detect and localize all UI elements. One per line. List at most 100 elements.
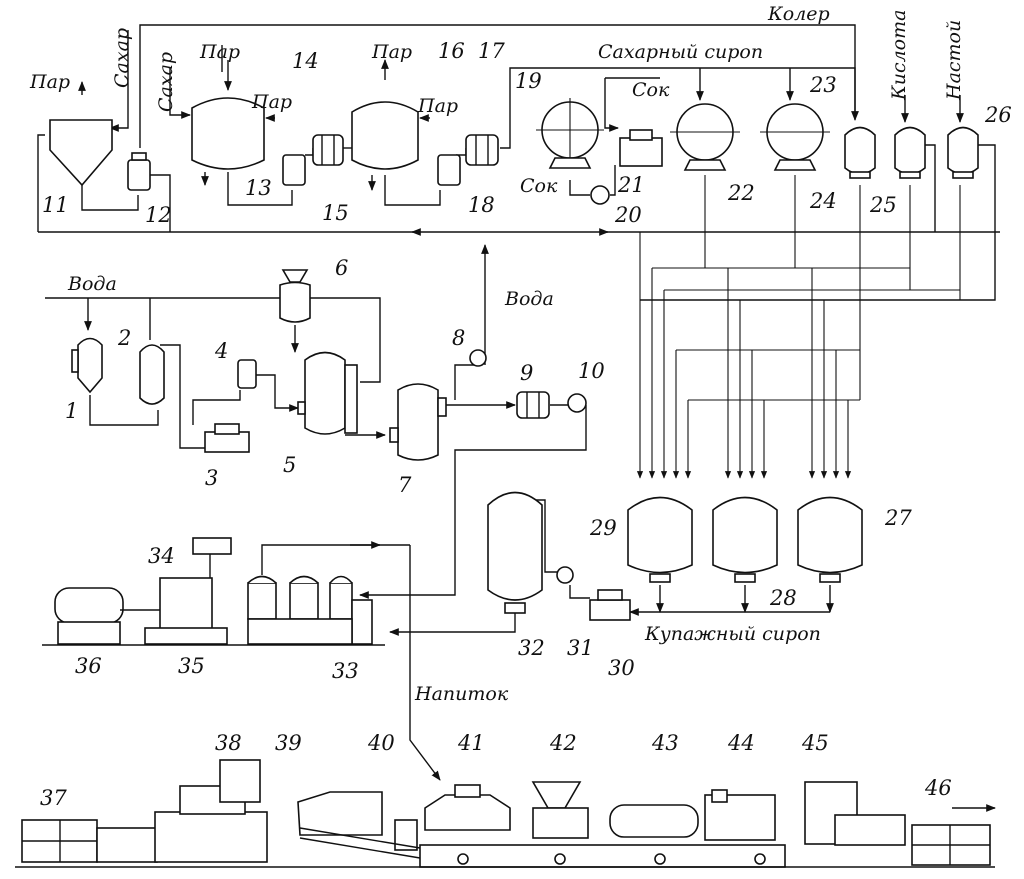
equipment-5: [297, 351, 358, 435]
label-par-13-top: Пар: [199, 41, 240, 63]
num-32: 32: [518, 636, 545, 660]
label-sakhar-11: Сахар: [111, 28, 133, 88]
num-20: 20: [614, 203, 642, 227]
equipment-33: [247, 575, 373, 645]
label-voda-left: Вода: [67, 273, 117, 295]
num-35: 35: [178, 654, 205, 678]
num-1: 1: [65, 399, 78, 423]
equipment-30: [589, 589, 631, 621]
num-11: 11: [42, 193, 69, 217]
num-34: 34: [148, 544, 175, 568]
equipment-10: [567, 393, 587, 413]
equipment-24: [844, 126, 876, 179]
num-38: 38: [215, 731, 242, 755]
label-nastoy: Настой: [943, 20, 965, 101]
num-8: 8: [452, 326, 465, 350]
num-24: 24: [809, 189, 837, 213]
equipment-9: [516, 391, 550, 419]
stream-labels: Пар Сахар Сахар Пар Пар Пар Пар Колер Са…: [29, 3, 965, 705]
equipment-32: [487, 491, 543, 614]
equipment-34: [192, 537, 232, 578]
equipment-21: [619, 129, 663, 167]
equipment-28: [712, 496, 778, 583]
label-sakhar-13: Сахар: [155, 52, 177, 112]
num-30: 30: [608, 656, 635, 680]
equipment-23: [760, 103, 830, 171]
num-44: 44: [727, 731, 755, 755]
num-6: 6: [335, 256, 348, 280]
equipment-20: [590, 185, 610, 205]
num-31: 31: [567, 636, 594, 660]
num-25: 25: [869, 193, 897, 217]
equipment-8: [469, 349, 487, 367]
equipment-15: [312, 134, 344, 166]
label-par-13-side: Пар: [251, 91, 292, 113]
equipment-2: [139, 344, 165, 405]
num-9: 9: [520, 361, 533, 385]
equipment-4: [237, 359, 257, 389]
num-39: 39: [275, 731, 302, 755]
equipment-6: [279, 269, 311, 323]
num-21: 21: [617, 173, 645, 197]
equipment-31: [556, 566, 574, 584]
equipment-11: [49, 81, 113, 187]
label-kupazhnyy-sirop: Купажный сироп: [644, 623, 821, 645]
num-18: 18: [468, 193, 495, 217]
num-27: 27: [884, 506, 912, 530]
num-5: 5: [283, 453, 296, 477]
equipment-36: [54, 587, 124, 645]
equipment-14: [282, 154, 306, 186]
num-14: 14: [292, 49, 319, 73]
num-22: 22: [727, 181, 755, 205]
num-46: 46: [924, 776, 952, 800]
equipment-18: [465, 134, 499, 166]
num-40: 40: [367, 731, 395, 755]
equipment-17: [437, 154, 461, 186]
num-12: 12: [145, 203, 172, 227]
equipment-3: [204, 423, 250, 453]
label-napitok: Напиток: [414, 683, 509, 705]
num-7: 7: [398, 473, 412, 497]
num-23: 23: [809, 73, 837, 97]
num-43: 43: [651, 731, 679, 755]
label-kislota: Кислота: [888, 10, 910, 101]
equipment-19: [536, 98, 604, 169]
equipment-22: [670, 103, 740, 171]
label-sok-bottom: Сок: [520, 175, 558, 197]
label-koler: Колер: [767, 3, 830, 25]
num-16: 16: [438, 39, 465, 63]
num-28: 28: [769, 586, 797, 610]
equipment-27: [797, 496, 863, 583]
label-par-16-side: Пар: [417, 95, 458, 117]
num-17: 17: [478, 39, 505, 63]
equipment-35: [120, 577, 228, 645]
equipment-25: [894, 126, 926, 179]
bottling-line: [15, 759, 996, 868]
num-13: 13: [245, 176, 272, 200]
num-26: 26: [984, 103, 1012, 127]
num-2: 2: [117, 326, 131, 350]
num-10: 10: [578, 359, 605, 383]
equipment-1: [71, 337, 103, 394]
num-4: 4: [214, 339, 228, 363]
num-37: 37: [40, 786, 67, 810]
num-33: 33: [332, 659, 359, 683]
equipment-13: [191, 45, 275, 186]
equipment-numbers: 1 2 3 4 5 6 7 8 9 10 11 12 13 14 15 16 1…: [40, 39, 1012, 810]
label-sakharnyy-sirop: Сахарный сироп: [598, 41, 763, 63]
water-lines: [45, 297, 587, 599]
num-41: 41: [457, 731, 485, 755]
label-voda-center: Вода: [504, 288, 554, 310]
num-3: 3: [205, 466, 218, 490]
label-sok-top: Сок: [632, 79, 670, 101]
equipment-26: [947, 126, 979, 179]
num-29: 29: [589, 516, 617, 540]
num-15: 15: [322, 201, 349, 225]
num-36: 36: [75, 654, 102, 678]
num-19: 19: [515, 69, 542, 93]
num-42: 42: [549, 731, 577, 755]
label-par-16-top: Пар: [371, 41, 412, 63]
equipment-7: [389, 383, 447, 461]
blending-feed-lines: [636, 175, 961, 479]
equipment-16: [351, 59, 430, 191]
